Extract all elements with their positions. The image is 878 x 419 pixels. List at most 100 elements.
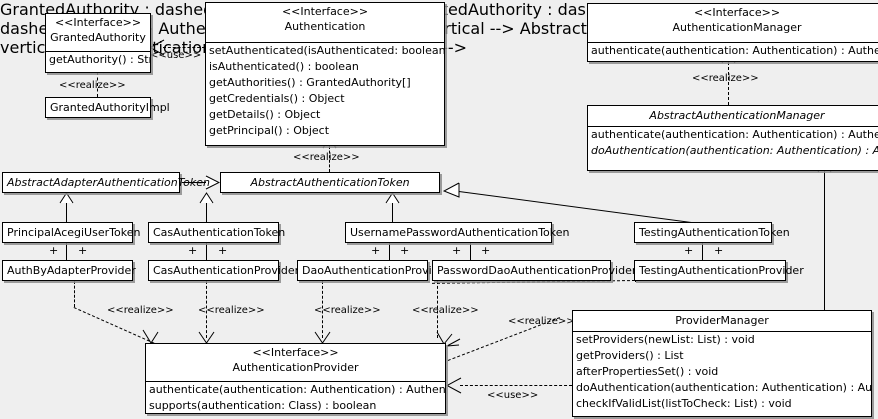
connector-generalization-cas-authentication-token: [206, 203, 207, 222]
operations-authentication-manager: authenticate(authentication: Authenticat…: [588, 43, 878, 59]
classname-granted-authority-impl: GrantedAuthorityImpl: [50, 101, 170, 114]
stereotype-authentication: <<Interface>>: [281, 5, 369, 18]
operation-authenticate-abstract-manager: authenticate(authentication: Authenticat…: [591, 128, 878, 141]
classname-cas-authentication-provider: CasAuthenticationProvider: [153, 264, 300, 277]
connector-assoc-principal-acegi: [66, 243, 67, 260]
operations-granted-authority: getAuthority() : String: [46, 52, 150, 68]
label-realize-password-dao-provider: <<realize>>: [412, 305, 479, 316]
connector-assoc-username-passworddao: [470, 243, 471, 260]
connector-use-provider-manager: [460, 385, 572, 386]
classname-abstract-adapter-authentication-token: AbstractAdapterAuthenticationToken: [7, 176, 210, 189]
assoc-plus-passworddao-left: +: [452, 244, 462, 257]
class-box-auth-by-adapter-provider[interactable]: AuthByAdapterProvider: [2, 260, 136, 281]
classname-testing-authentication-token: TestingAuthenticationToken: [639, 226, 790, 239]
class-box-authentication[interactable]: <<Interface>> Authentication setAuthenti…: [205, 2, 445, 146]
connector-realize-abstract-authentication-manager: [728, 62, 729, 105]
classname-testing-authentication-provider: TestingAuthenticationProvider: [639, 264, 804, 277]
assoc-plus-username-right: +: [400, 244, 410, 257]
connector-generalization-principal-acegi-user-token: [66, 203, 67, 222]
operations-abstract-authentication-manager: authenticate(authentication: Authenticat…: [588, 127, 878, 159]
connector-realize-abstract-authentication-token: [329, 146, 330, 172]
connector-generalization-testing-authentication-token: [458, 191, 699, 224]
connector-realize-auth-by-adapter: [74, 281, 75, 307]
class-box-principal-acegi-user-token[interactable]: PrincipalAcegiUserToken: [2, 222, 141, 243]
triangle-generalization-abstract-adapter-token: [205, 175, 220, 190]
class-box-dao-authentication-provider[interactable]: DaoAuthenticationProvider: [297, 260, 450, 281]
operation-checkIfValidList: checkIfValidList(listToCheck: List) : vo…: [576, 397, 792, 410]
class-box-cas-authentication-provider[interactable]: CasAuthenticationProvider: [148, 260, 300, 281]
label-realize-granted-authority-impl: <<realize>>: [59, 80, 126, 91]
operation-getPrincipal: getPrincipal() : Object: [209, 124, 330, 137]
operation-getDetails: getDetails() : Object: [209, 108, 321, 121]
class-box-testing-authentication-token[interactable]: TestingAuthenticationToken: [634, 222, 790, 243]
class-box-cas-authentication-token[interactable]: CasAuthenticationToken: [148, 222, 286, 243]
connector-realize-granted-authority-impl: [97, 72, 98, 97]
classname-authentication-provider: AuthenticationProvider: [232, 361, 359, 374]
connector-generalization-provider-manager: [824, 171, 825, 310]
stereotype-authentication-provider: <<Interface>>: [252, 346, 339, 359]
stereotype-authentication-manager: <<Interface>>: [693, 6, 781, 19]
operations-authentication: setAuthenticated(isAuthenticated: boolea…: [206, 43, 444, 139]
classname-provider-manager: ProviderManager: [675, 314, 769, 327]
classname-username-password-authentication-token: UsernamePasswordAuthenticationToken: [350, 226, 570, 239]
operation-getProviders: getProviders() : List: [576, 349, 684, 362]
triangle-generalization-testing-authentication-token: [443, 182, 460, 198]
class-box-provider-manager[interactable]: ProviderManager setProviders(newList: Li…: [572, 310, 872, 417]
classname-granted-authority: GrantedAuthority: [50, 31, 146, 44]
operation-getCredentials: getCredentials() : Object: [209, 92, 345, 105]
class-box-authentication-provider[interactable]: <<Interface>> AuthenticationProvider aut…: [145, 343, 446, 414]
connector-generalization-username-password-token: [392, 203, 393, 222]
class-box-abstract-adapter-authentication-token[interactable]: AbstractAdapterAuthenticationToken: [2, 172, 210, 193]
classname-authentication: Authentication: [284, 20, 366, 33]
label-use-provider-manager: <<use>>: [487, 390, 539, 401]
class-box-abstract-authentication-token[interactable]: AbstractAuthenticationToken: [220, 172, 440, 193]
class-box-abstract-authentication-manager[interactable]: AbstractAuthenticationManager authentica…: [587, 105, 878, 171]
operation-getAuthorities: getAuthorities() : GrantedAuthority[]: [209, 76, 411, 89]
assoc-plus-cas-left: +: [188, 244, 198, 257]
classname-abstract-authentication-manager: AbstractAuthenticationManager: [649, 109, 825, 122]
connector-assoc-testing: [702, 243, 703, 260]
class-box-username-password-authentication-token[interactable]: UsernamePasswordAuthenticationToken: [345, 222, 570, 243]
connector-realize-dao-provider: [322, 281, 323, 338]
operation-authenticate-provider: authenticate(authentication: Authenticat…: [149, 383, 445, 396]
connector-generalization-abstract-adapter-token: [180, 182, 206, 183]
connector-realize-testing-provider-2: [635, 281, 636, 282]
operation-isAuthenticated: isAuthenticated() : boolean: [209, 60, 359, 73]
classname-cas-authentication-token: CasAuthenticationToken: [153, 226, 286, 239]
label-realize-abstract-authentication-token: <<realize>>: [293, 152, 360, 163]
operation-afterPropertiesSet: afterPropertiesSet() : void: [576, 365, 719, 378]
class-box-granted-authority-impl[interactable]: GrantedAuthorityImpl: [45, 97, 170, 118]
assoc-plus-passworddao-right: +: [481, 244, 491, 257]
arrowhead-use-provider-manager: [446, 377, 462, 394]
class-box-testing-authentication-provider[interactable]: TestingAuthenticationProvider: [634, 260, 804, 281]
label-realize-cas-provider: <<realize>>: [198, 305, 265, 316]
connector-assoc-username-dao: [389, 243, 390, 260]
classname-dao-authentication-provider: DaoAuthenticationProvider: [302, 264, 450, 277]
assoc-plus-principal-right: +: [78, 244, 88, 257]
label-realize-abstract-authentication-manager: <<realize>>: [692, 73, 759, 84]
label-realize-auth-by-adapter: <<realize>>: [107, 305, 174, 316]
label-realize-dao-provider: <<realize>>: [314, 305, 381, 316]
assoc-plus-principal-left: +: [49, 244, 59, 257]
class-box-password-dao-authentication-provider[interactable]: PasswordDaoAuthenticationProvider: [432, 260, 636, 281]
label-realize-provider-manager: <<realize>>: [508, 316, 575, 327]
operations-authentication-provider: authenticate(authentication: Authenticat…: [146, 382, 445, 414]
classname-abstract-authentication-token: AbstractAuthenticationToken: [250, 176, 410, 189]
operation-authenticate-manager: authenticate(authentication: Authenticat…: [591, 44, 878, 57]
classname-principal-acegi-user-token: PrincipalAcegiUserToken: [7, 226, 141, 239]
triangle-generalization-cas-authentication-token: [199, 192, 214, 204]
assoc-plus-username-left: +: [371, 244, 381, 257]
operation-supports-provider: supports(authentication: Class) : boolea…: [149, 399, 377, 412]
connector-use-granted-authority: [163, 47, 205, 48]
label-use-granted-authority: <<use>>: [150, 50, 202, 61]
connector-realize-password-dao-provider: [437, 281, 438, 338]
operation-getAuthority: getAuthority() : String: [49, 53, 150, 66]
class-box-authentication-manager[interactable]: <<Interface>> AuthenticationManager auth…: [587, 3, 878, 62]
assoc-plus-testing-right: +: [714, 244, 724, 257]
classname-auth-by-adapter-provider: AuthByAdapterProvider: [7, 264, 136, 277]
connector-assoc-cas: [206, 243, 207, 260]
class-box-granted-authority[interactable]: <<Interface>> GrantedAuthority getAuthor…: [45, 13, 151, 73]
assoc-plus-cas-right: +: [218, 244, 228, 257]
stereotype-granted-authority: <<Interface>>: [54, 16, 142, 29]
